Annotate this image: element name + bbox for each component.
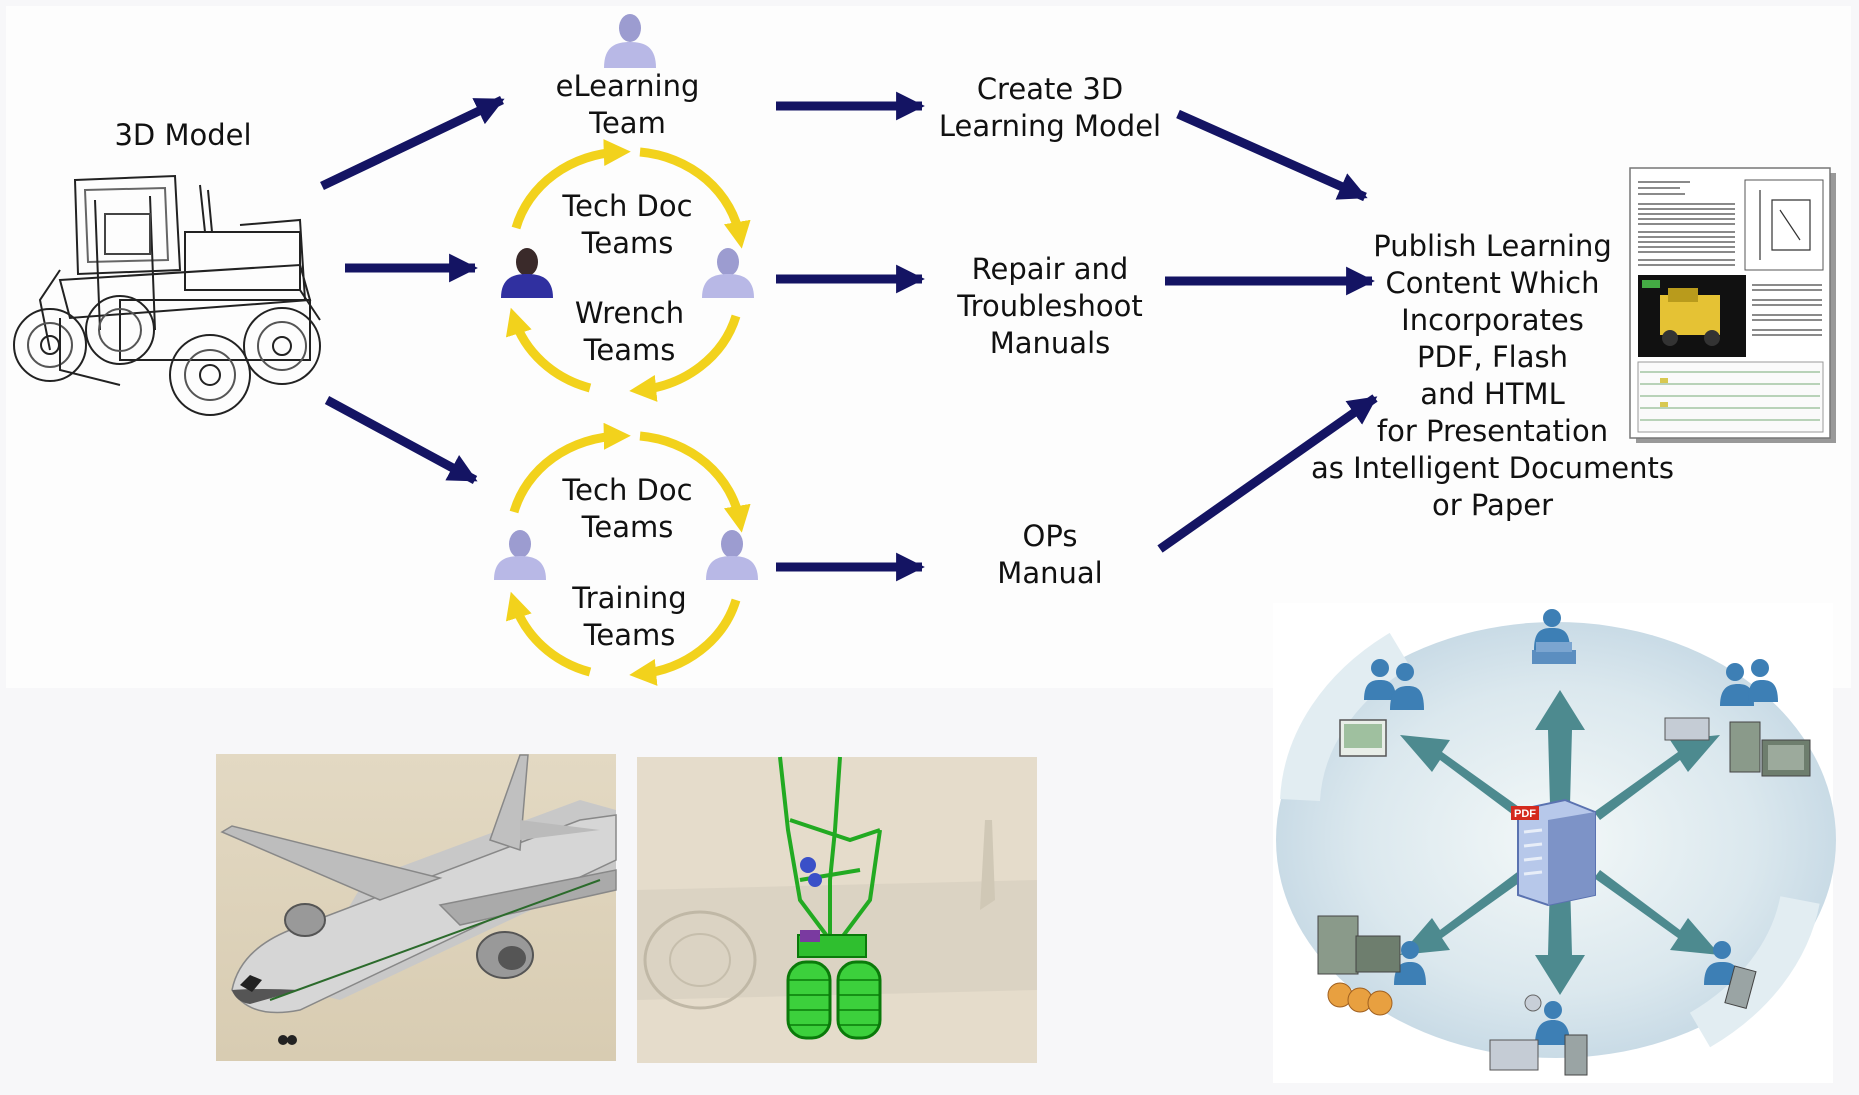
team-people — [494, 14, 758, 580]
person-icon — [1317, 915, 1426, 1016]
label-wrench-teams: Wrench Teams — [574, 296, 685, 367]
arrow-create3d-to-publish — [1176, 109, 1368, 202]
pdf-server-icon: PDF — [1511, 798, 1596, 907]
arrow-model-to-training — [324, 396, 478, 484]
cycle-bottom — [505, 422, 751, 686]
label-techdoc-teams-top: Tech Doc Teams — [562, 189, 693, 260]
label-repair-troubleshoot-manuals: Repair and Troubleshoot Manuals — [957, 252, 1143, 360]
person-icon — [494, 530, 546, 580]
pdf-distribution-image: PDF — [1273, 603, 1836, 1083]
flow-arrows — [320, 91, 1378, 582]
person-icon — [1489, 994, 1588, 1076]
arrow-ops-to-publish — [1157, 394, 1378, 553]
person-icon — [1532, 609, 1576, 664]
label-training-teams: Training Teams — [572, 581, 687, 652]
svg-text:PDF: PDF — [1514, 808, 1536, 820]
forklift-model-image — [13, 174, 321, 416]
person-icon — [501, 248, 553, 298]
person-icon — [1664, 659, 1811, 777]
landing-gear-image — [637, 756, 1037, 1063]
label-publish-learning-content: Publish Learning Content Which Incorpora… — [1311, 229, 1674, 522]
person-icon — [1704, 941, 1757, 1010]
label-techdoc-teams-bottom: Tech Doc Teams — [562, 473, 693, 544]
person-icon — [1339, 659, 1424, 757]
person-icon — [702, 248, 754, 298]
arrow-model-to-elearning — [320, 95, 505, 191]
label-elearning-team: eLearning Team — [555, 69, 700, 140]
label-3d-model: 3D Model — [114, 118, 252, 152]
airplane-image — [216, 754, 617, 1061]
label-create-3d-learning-model: Create 3D Learning Model — [938, 72, 1162, 143]
label-ops-manual: OPs Manual — [997, 519, 1103, 590]
person-icon — [706, 530, 758, 580]
person-icon — [604, 14, 656, 68]
document-preview-image — [1629, 167, 1836, 443]
cycle-top — [505, 139, 751, 402]
